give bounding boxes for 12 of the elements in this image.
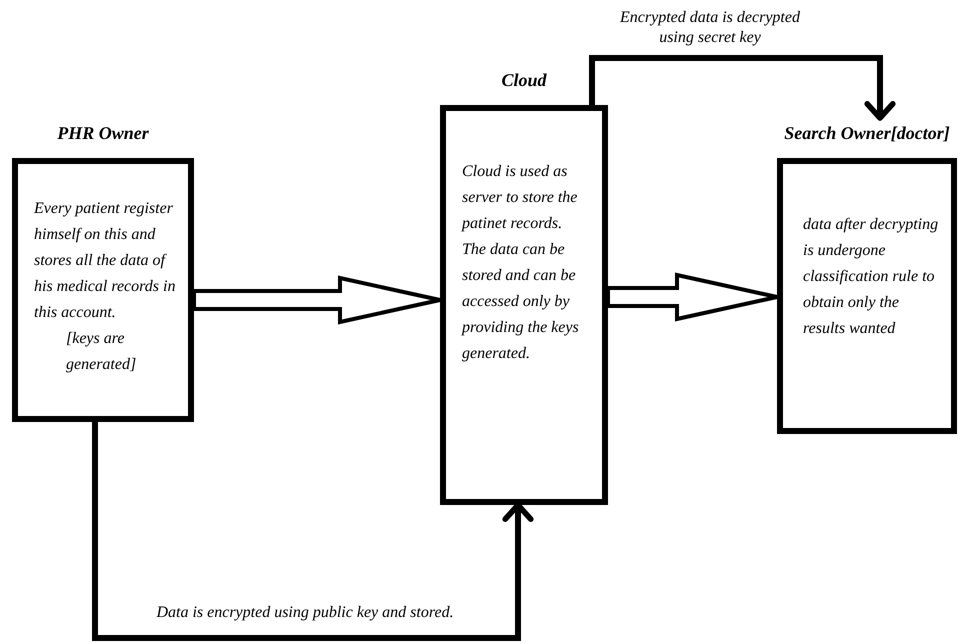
connector-arrow xyxy=(92,422,534,641)
box-text: [keys are generated] xyxy=(65,329,138,375)
box-text: Every patient register himself on this and stores all the data of his medical records in this account. xyxy=(34,199,176,323)
connector-arrow xyxy=(589,55,896,121)
box-text: The data can be stored and can be accessed only by providing the keys generated. xyxy=(462,240,580,364)
box-text: data after decrypting is undergone classification rule to obtain only the results wanted xyxy=(803,215,940,339)
box-text: Cloud is used as server to store the patinet records. xyxy=(462,162,578,234)
block-arrow xyxy=(192,276,442,324)
box-heading: Cloud xyxy=(500,69,548,91)
box-heading: PHR Owner xyxy=(56,122,150,144)
block-arrow xyxy=(606,272,779,322)
box-heading: Search Owner[doctor] xyxy=(783,122,951,144)
